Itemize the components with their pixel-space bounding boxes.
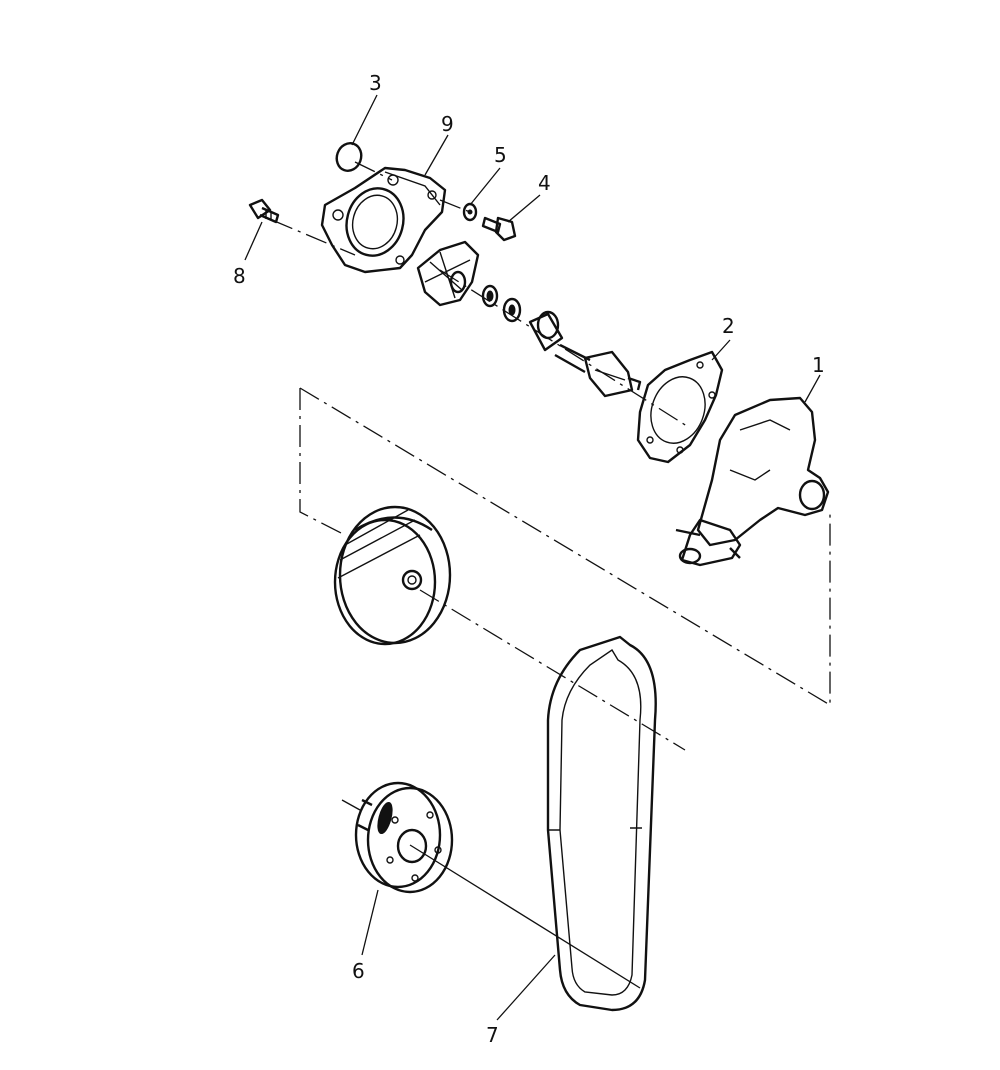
callout-3: 3 — [369, 71, 382, 95]
drain-bolt-part — [248, 198, 280, 224]
shaft-part — [554, 343, 642, 398]
callout-labels: 1 2 3 4 5 6 7 8 9 — [233, 71, 825, 1047]
callout-2: 2 — [722, 314, 735, 338]
impeller-part — [416, 240, 480, 307]
o-ring-part — [335, 142, 363, 172]
assembly-lines — [271, 161, 831, 989]
crank-pulley-part — [354, 781, 454, 894]
gasket-part — [636, 350, 724, 464]
bearing-parts — [481, 284, 564, 352]
washer-part — [462, 202, 478, 222]
pump-body-part — [675, 396, 830, 567]
leader-lines — [244, 94, 821, 1021]
bolt-part — [481, 216, 517, 242]
pump-cover-part — [320, 166, 447, 274]
fan-pulley-part — [333, 505, 452, 646]
callout-6: 6 — [352, 959, 365, 983]
callout-5: 5 — [494, 143, 507, 167]
callout-7: 7 — [486, 1023, 499, 1047]
callout-8: 8 — [233, 264, 246, 288]
callout-9: 9 — [441, 112, 454, 136]
callout-4: 4 — [538, 171, 551, 195]
v-belt-part — [546, 635, 657, 1012]
callout-1: 1 — [812, 353, 825, 377]
